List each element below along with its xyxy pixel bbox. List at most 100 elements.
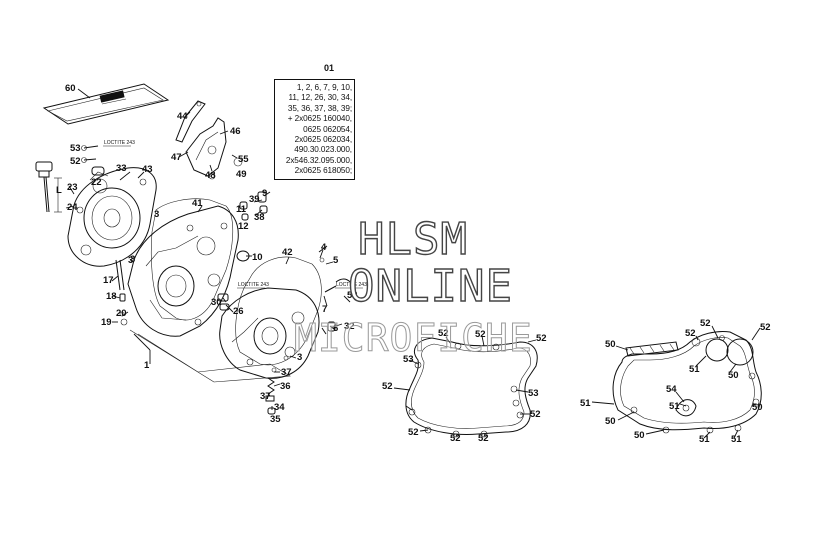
right-gasket-features [625,335,760,434]
part-label: 52 [438,328,449,339]
part-label: 3 [154,209,159,220]
info-line: 1, 2, 6, 7, 9, 10, [296,83,352,92]
part-label: 48 [205,170,216,181]
part-label: 52 [478,433,489,444]
part-label: 9 [262,188,267,199]
middle-gasket-holes [408,342,524,438]
part-label: 7 [322,304,327,315]
part-label: 51 [669,401,680,412]
part-label: 12 [238,221,249,232]
part-label: 23 [67,182,78,193]
part-label: 3 [297,352,302,363]
part-label: 38 [254,212,265,223]
gasket-leader-lines [393,325,761,439]
part-label: 53 [403,354,414,365]
part-label: 42 [282,247,293,258]
info-line: 0625 062054, [303,124,352,134]
part-labels: 60 44 46 47 48 55 49 53 52 33 22 43 23 2… [56,83,771,445]
part-label: 30 [211,297,222,308]
info-line: 2x0625 062034, [294,135,352,145]
manual-booklet-part [42,83,170,125]
part-label: 49 [236,169,247,180]
info-line: + 2x0625 160040, [287,114,352,124]
part-label: 18 [106,291,117,302]
part-label: 51 [580,398,591,409]
part-label: 41 [192,198,203,209]
middle-gasket-part [405,337,538,435]
part-label: 51 [689,364,700,375]
part-label: 55 [238,154,249,165]
part-label: 51 [731,434,742,445]
loctite-note: LOCTITE 243 [238,282,269,288]
right-crankcase-part [219,256,322,379]
part-label: 60 [65,83,76,94]
part-label: 52 [700,318,711,329]
part-label: 36 [280,381,291,392]
part-label: 24 [67,202,78,213]
part-label: 37 [281,367,292,378]
part-label: 4 [321,242,327,253]
info-box-reference: 01 [324,63,335,73]
part-label: 52 [536,333,547,344]
part-label: 53 [528,388,539,399]
part-label: 50 [634,430,645,441]
part-label: 50 [728,370,739,381]
part-label: 10 [252,252,263,263]
dipstick-part [35,161,62,213]
info-line: 35, 36, 37, 38, 39; [287,103,352,113]
part-label: 47 [171,152,182,163]
part-label: 37 [260,391,271,402]
part-label: 3 [130,254,135,265]
part-label: 3 [128,255,133,266]
loctite-notes: LOCTITE 243 LOCTITE 243 LOCTITE 243 [103,140,367,289]
part-label: 20 [116,308,127,319]
part-label: 52 [382,381,393,392]
part-label: 52 [760,322,771,333]
part-label: 33 [116,163,127,174]
part-label: 6 [333,323,338,334]
part-label: 39 [249,194,260,205]
left-crankcase-part [127,205,239,337]
info-line: 2x0625 618050; [294,166,352,176]
part-label: 43 [142,164,153,175]
part-label: 26 [233,306,244,317]
part-label: 50 [605,339,616,350]
part-label: 52 [685,328,696,339]
part-label: 53 [70,143,81,154]
part-label: 5 [333,255,339,266]
info-line: 490.30.023.000, [294,145,352,155]
part-label: 54 [666,384,677,395]
base-gasket-part [129,329,291,383]
part-label: 11 [236,204,247,215]
part-label: 19 [101,317,112,328]
part-label: 52 [450,433,461,444]
part-label: 52 [408,427,419,438]
right-gasket-part [612,331,762,431]
part-label: 35 [270,414,281,425]
part-label: 52 [530,409,541,420]
info-line: 11, 12, 26, 30, 34, [288,93,353,103]
part-label: 44 [177,111,188,122]
part-label: 50 [605,416,616,427]
part-label: 32 [344,321,355,332]
info-box: 1, 2, 6, 7, 9, 10, 11, 12, 26, 30, 34, 3… [274,79,355,180]
part-label: 51 [699,434,710,445]
part-label: 1 [144,360,150,371]
part-label: 52 [475,329,486,340]
watermark-line: MICROFICHE [294,316,533,361]
part-label: 17 [103,275,114,286]
cover-gasket-part [150,198,234,321]
clutch-cover-part [67,167,157,267]
part-label: 46 [230,126,241,137]
small-hardware-parts [81,145,353,415]
part-label: 34 [274,402,285,413]
watermark-line: ONLINE [347,260,513,312]
part-label: 52 [347,290,358,301]
part-label: 50 [752,402,763,413]
loctite-note: LOCTITE 243 [104,140,135,146]
part-label: 22 [91,177,102,188]
watermark-line: HLSM [357,213,468,265]
loctite-note: LOCTITE 243 [336,282,367,288]
part-label: L [56,185,62,196]
info-line: 2x546.32.095.000, [285,155,352,165]
